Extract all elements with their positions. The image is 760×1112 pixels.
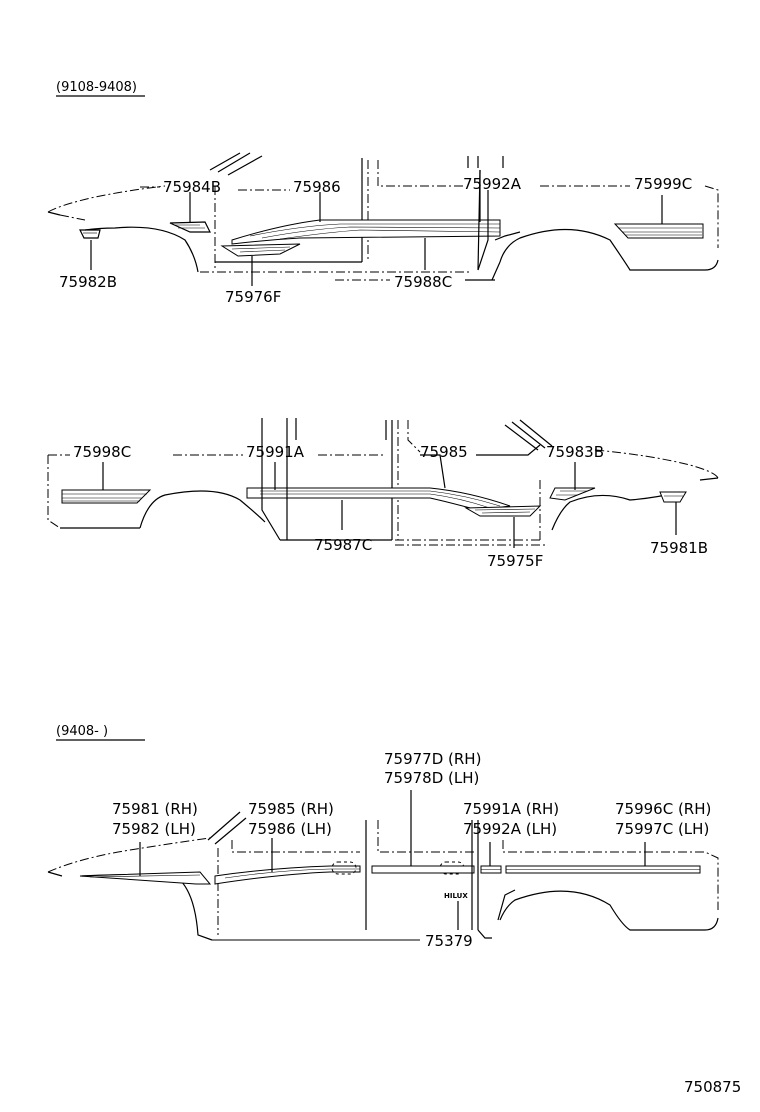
labels-section3: 75977D (RH) 75978D (LH) 75981 (RH) 75982… [112,750,711,950]
part-75998c-label: 75998C [73,443,131,461]
part-75976f-label: 75976F [225,288,281,306]
labels-section2: 75998C 75991A 75985 75983B 75987C 75975F… [73,443,708,570]
part-75986-label: 75986 [293,178,341,196]
part-75977d-label: 75977D (RH) [384,750,481,768]
section1-range-label: (9108-9408) [56,80,145,97]
part-75986-label: 75986 (LH) [248,820,332,838]
part-75991a-label: 75991A (RH) [463,800,559,818]
leaders-section3 [139,790,646,941]
part-75981-label: 75981 (RH) [112,800,198,818]
part-75996c-label: 75996C (RH) [615,800,711,818]
leaders-section2 [48,440,677,548]
svg-text:(9408- ): (9408- ) [56,724,108,739]
labels-section1: 75984B 75986 75992A 75999C 75982B 75976F… [59,175,692,306]
part-75983b-label: 75983B [546,443,604,461]
vehicle-outline-rh-1 [47,152,719,273]
part-75978d-label: 75978D (LH) [384,769,479,787]
part-75999c-label: 75999C [634,175,692,193]
section3-range-label: (9408- ) [56,724,145,741]
part-75981b-label: 75981B [650,539,708,557]
svg-text:(9108-9408): (9108-9408) [56,80,137,95]
part-75984b-label: 75984B [163,178,221,196]
part-75997c-label: 75997C (LH) [615,820,709,838]
vehicle-outline-lh-2 [47,418,719,546]
leaders-section1 [90,169,663,286]
figure-number: 750875 [684,1078,741,1096]
part-75379-label: 75379 [425,932,473,950]
svg-text:HILUX: HILUX [444,892,468,900]
part-75988c-label: 75988C [394,273,452,291]
part-75992a-label: 75992A (LH) [463,820,557,838]
part-75987c-label: 75987C [314,536,372,554]
emblem-hilux: HILUX [444,892,468,900]
part-75982-label: 75982 (LH) [112,820,196,838]
vehicle-outline-rh-3 [47,811,719,941]
part-75985-label: 75985 (RH) [248,800,334,818]
part-75992a-label: 75992A [463,175,522,193]
part-75985-label: 75985 [420,443,468,461]
part-75975f-label: 75975F [487,552,543,570]
part-75982b-label: 75982B [59,273,117,291]
part-75991a-label: 75991A [246,443,305,461]
